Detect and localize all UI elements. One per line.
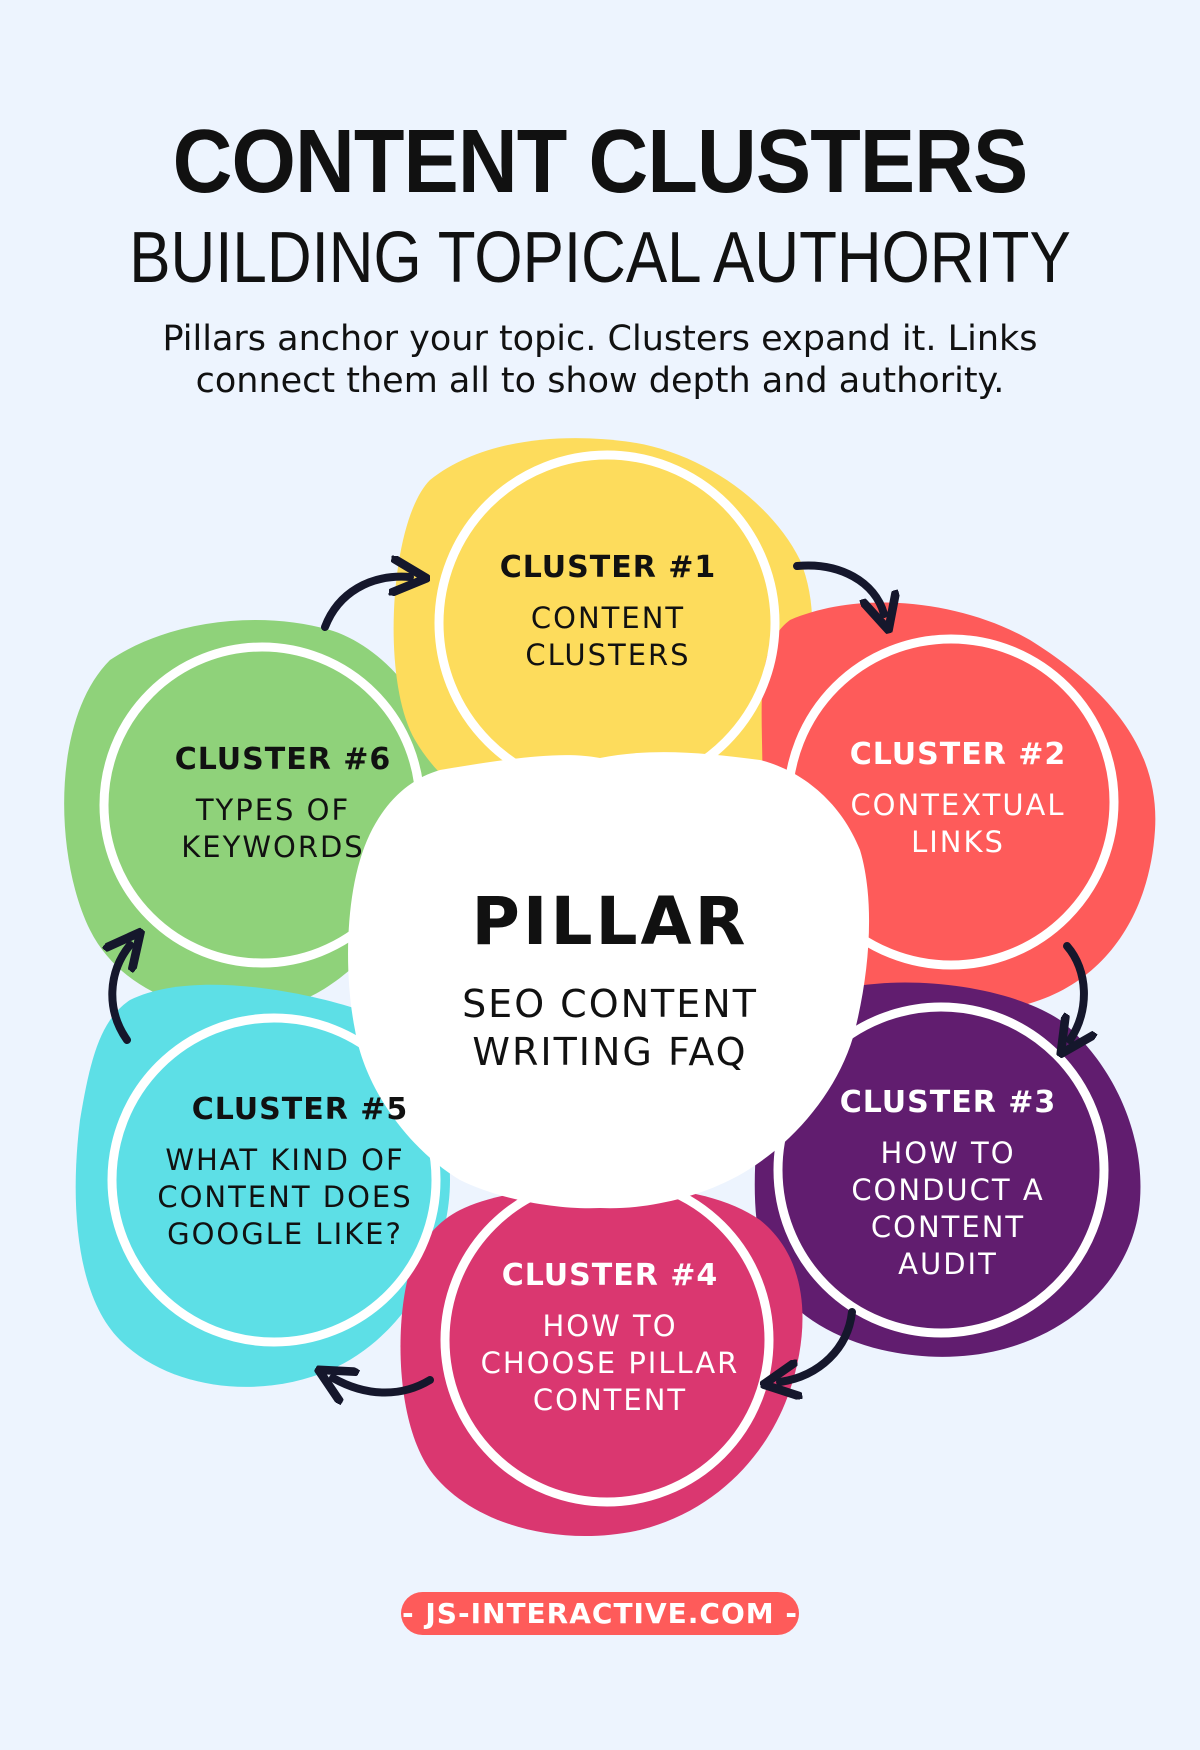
arrow-3-to-4 [780,1308,856,1382]
cluster-4-text: HOW TO CHOOSE PILLAR CONTENT [480,1309,740,1417]
cluster-6-text: TYPES OF KEYWORDS [181,793,365,864]
pillar-shape [348,752,870,1209]
cluster-2-heading: CLUSTER #2 [849,737,1067,772]
cluster-2-text: CONTEXTUAL LINKS [850,788,1066,859]
footer-badge: - JS-INTERACTIVE.COM - [401,1592,799,1635]
cluster-6-label: CLUSTER #6 TYPES OF KEYWORDS [123,742,423,866]
page-subtitle: BUILDING TOPICAL AUTHORITY [129,218,1071,298]
cluster-1-blob [393,438,813,839]
cluster-5-label: CLUSTER #5 WHAT KIND OF CONTENT DOES GOO… [135,1092,435,1253]
footer-text: - JS-INTERACTIVE.COM - [402,1597,798,1630]
cluster-4-label: CLUSTER #4 HOW TO CHOOSE PILLAR CONTENT [460,1258,760,1419]
arrow-2-to-3 [1067,942,1084,1040]
cluster-3-text: HOW TO CONDUCT A CONTENT AUDIT [851,1136,1045,1281]
pillar-text: SEO CONTENT WRITING FAQ [462,982,758,1074]
cluster-4-heading: CLUSTER #4 [501,1258,719,1293]
cluster-1-label: CLUSTER #1 CONTENT CLUSTERS [458,550,758,674]
cluster-1-heading: CLUSTER #1 [499,550,717,585]
arrow-5-to-6 [112,945,130,1044]
cluster-3-ring [773,1002,1109,1338]
cluster-3-label: CLUSTER #3 HOW TO CONDUCT A CONTENT AUDI… [798,1085,1098,1283]
arrow-6-to-1 [321,577,410,631]
cluster-4-blob [400,1185,803,1537]
intro-text: Pillars anchor your topic. Clusters expa… [162,319,1038,401]
cluster-6-heading: CLUSTER #6 [174,742,392,777]
cluster-5-blob [75,984,450,1387]
cluster-3-heading: CLUSTER #3 [839,1085,1057,1120]
pillar-heading: PILLAR [471,883,749,960]
arrow-4-to-5 [333,1378,434,1393]
cluster-5-text: WHAT KIND OF CONTENT DOES GOOGLE LIKE? [157,1143,413,1251]
cluster-5-heading: CLUSTER #5 [191,1092,409,1127]
cluster-2-label: CLUSTER #2 CONTEXTUAL LINKS [808,737,1108,861]
cluster-1-text: CONTENT CLUSTERS [525,601,691,672]
cluster-5-ring [107,1013,441,1347]
page-title: CONTENT CLUSTERS [172,112,1029,212]
arrow-1-to-2 [793,561,884,614]
cluster-3-blob [754,982,1141,1357]
